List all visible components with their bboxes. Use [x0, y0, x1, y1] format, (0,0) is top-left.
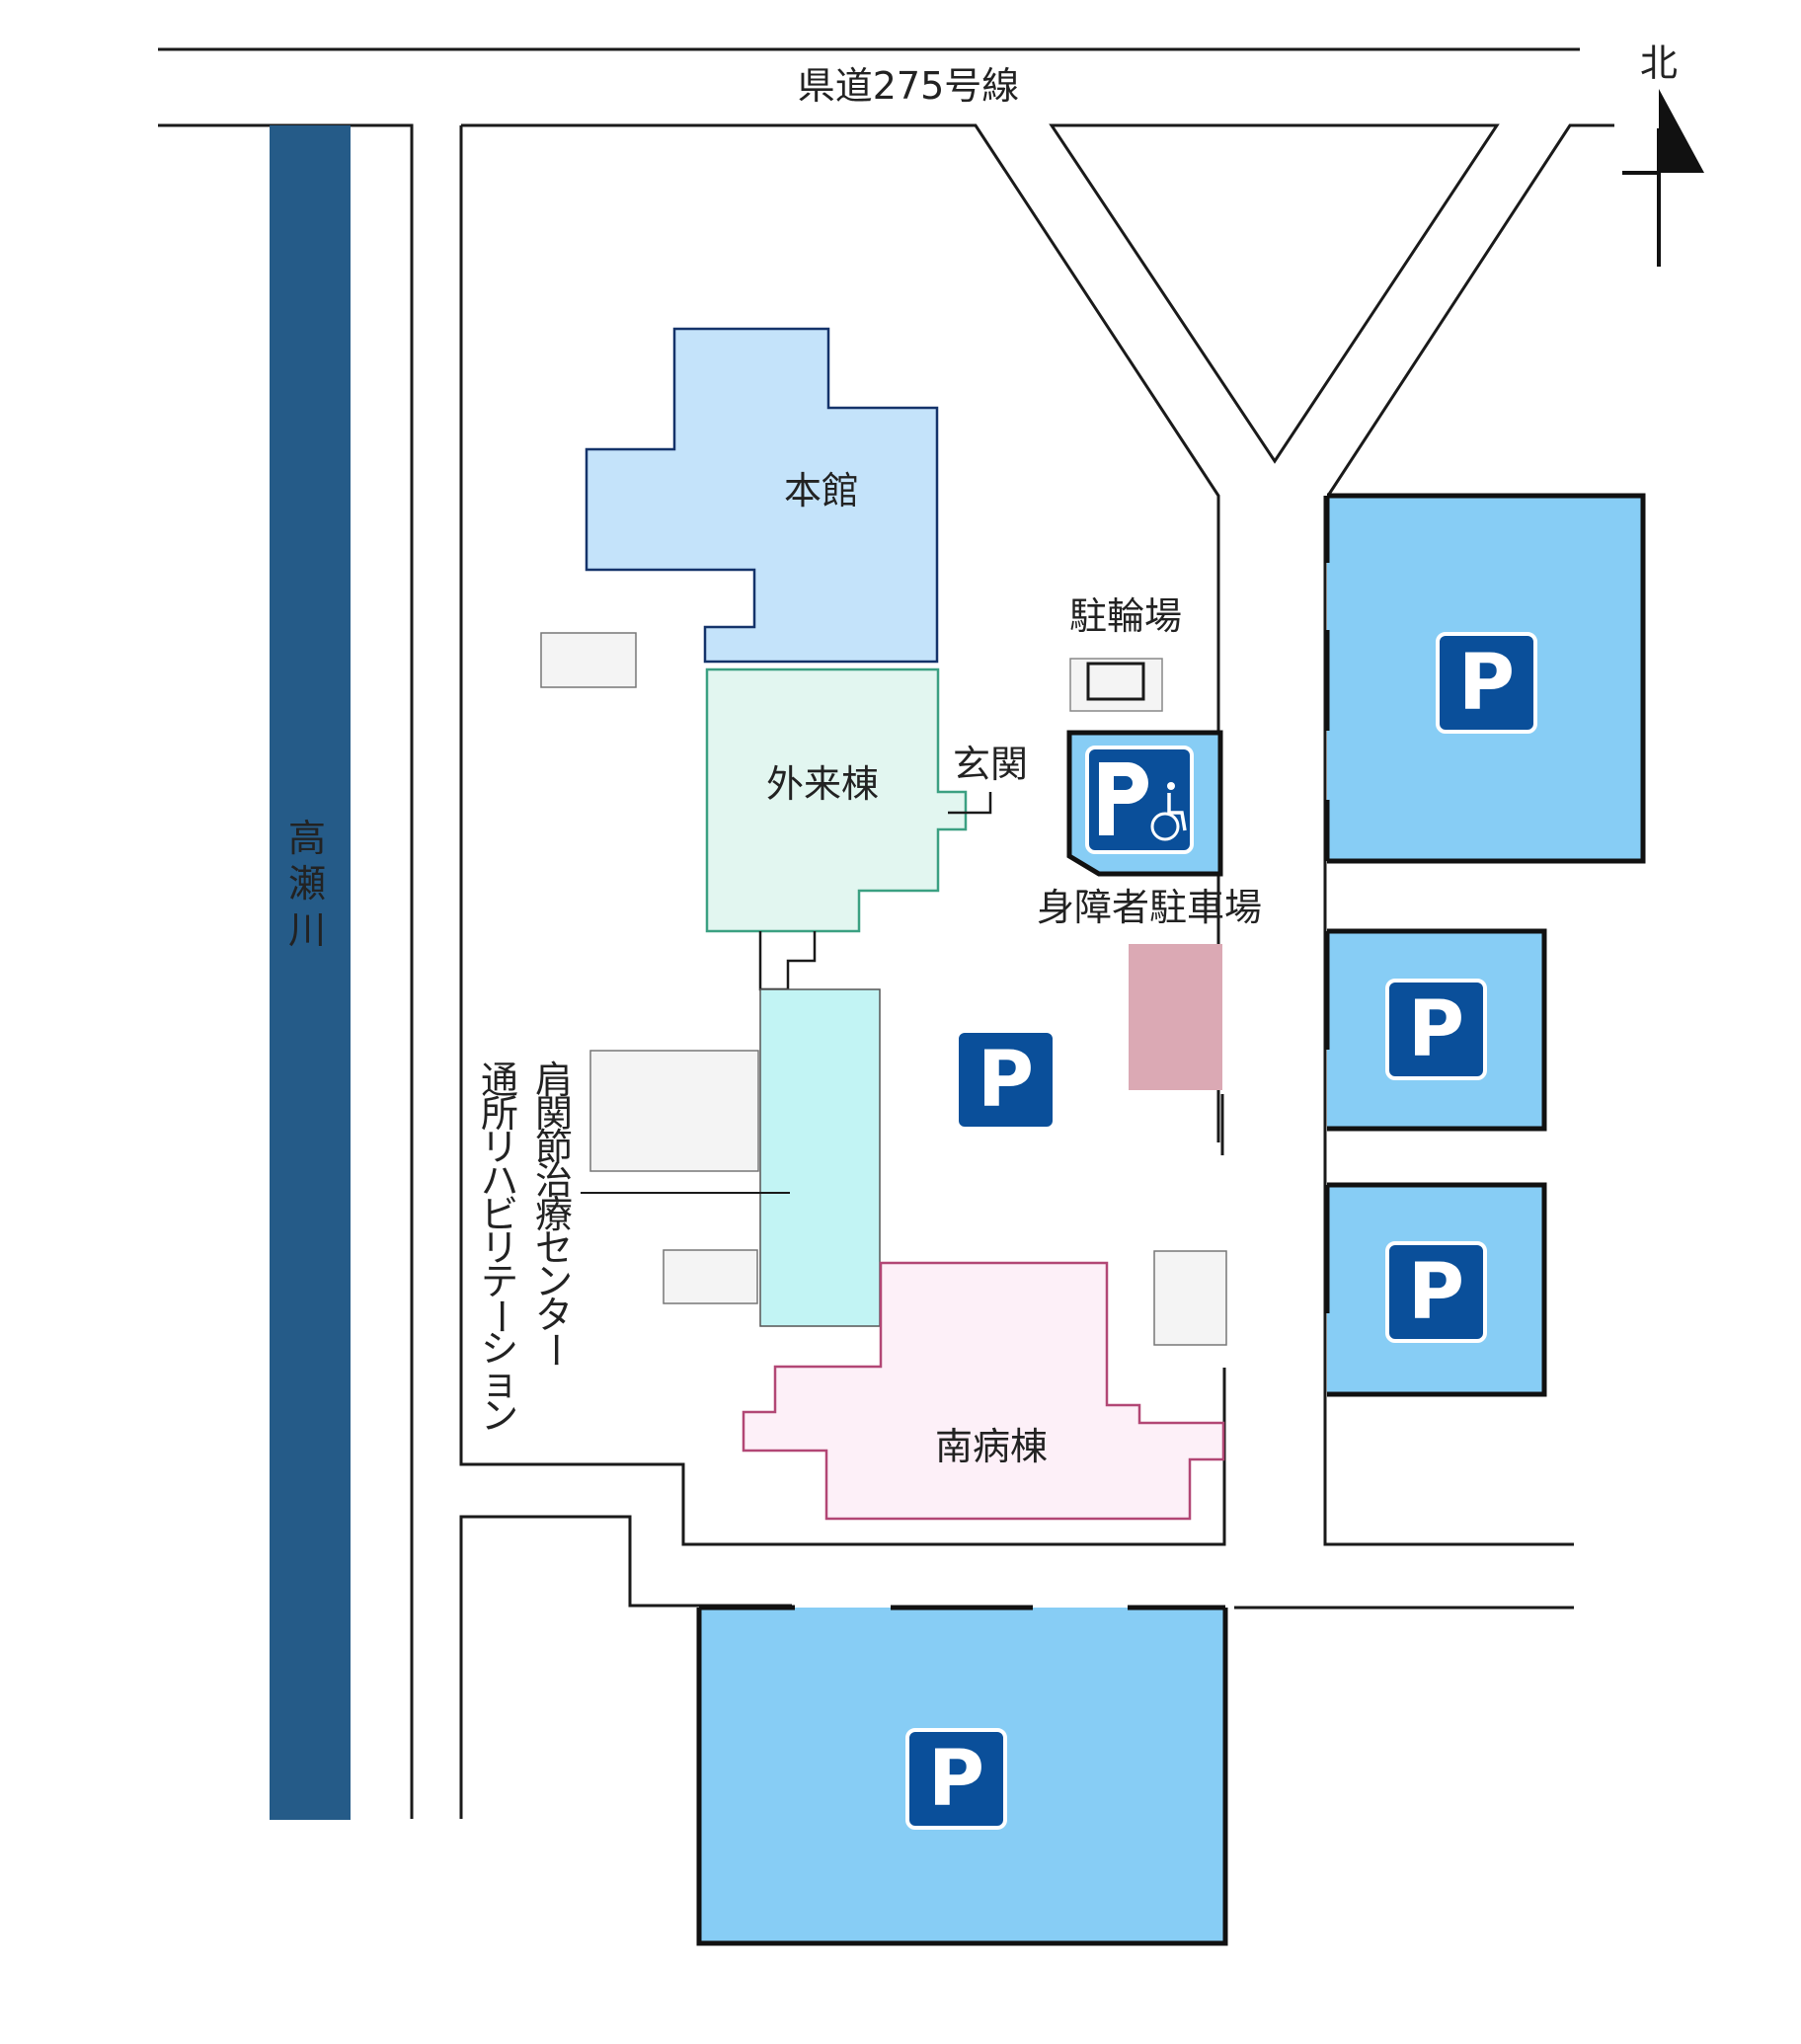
entrance-label: 玄関 [953, 743, 1028, 786]
rehab-char: ー [479, 1297, 522, 1335]
rehab-label: 通 所 リ ハ ビ リ テ ー シ ョ ン [479, 1059, 522, 1438]
rehab-char: リ [481, 1226, 518, 1270]
connecting-building[interactable] [759, 988, 881, 1327]
shoulder-center-label: 肩 関 節 治 療 セ ン タ ー [533, 1059, 577, 1369]
parking-sign-letter: P [928, 1735, 984, 1824]
parking-sign-icon: P [1385, 1241, 1487, 1343]
rehab-char: リ [481, 1126, 518, 1169]
outpatient-building-label: 外来棟 [766, 762, 879, 806]
rehab-char: ョ [481, 1361, 518, 1404]
rehab-char: 通 [481, 1059, 518, 1102]
north-label: 北 [1640, 41, 1678, 85]
campus-road-west-edge [459, 1515, 792, 1819]
river-name-char: 川 [288, 908, 326, 952]
shoulder-center-char: 節 [535, 1126, 573, 1169]
river [270, 125, 351, 1820]
parking-sign-icon: P [1385, 979, 1487, 1080]
south-ward-label: 南病棟 [935, 1425, 1048, 1468]
shoulder-center-char: 療 [535, 1193, 573, 1236]
road-triangle-island [1049, 123, 1500, 464]
shoulder-center-char: 治 [535, 1159, 573, 1203]
entrance-marker [948, 792, 992, 815]
rehab-char: シ [481, 1327, 518, 1371]
shoulder-center-char: 肩 [535, 1059, 573, 1102]
shoulder-center-char: タ [535, 1294, 573, 1337]
shoulder-center-char: ー [533, 1331, 577, 1369]
building-connector-outline [758, 931, 817, 991]
annex-building [589, 1050, 759, 1172]
shoulder-center-char: 関 [535, 1092, 573, 1136]
parking-sign-letter: P [1408, 1248, 1464, 1337]
rehab-char: テ [481, 1260, 518, 1303]
annex-building [1153, 1250, 1227, 1346]
annex-building [663, 1249, 758, 1304]
campus-south-boundary [459, 125, 1226, 1546]
annex-building [540, 632, 637, 688]
shoulder-center-char: セ [535, 1226, 573, 1270]
east-road-north [1326, 123, 1614, 497]
bicycle-parking-area[interactable] [1069, 658, 1163, 712]
parking-lot-south[interactable] [696, 1605, 1228, 1946]
river-name-char: 高 [288, 817, 326, 860]
river-name: 高 瀬 川 [288, 817, 326, 952]
rehab-char: 所 [481, 1092, 518, 1136]
north-arrow-icon [1622, 89, 1704, 267]
bicycle-parking-label: 駐輪場 [1069, 594, 1182, 638]
wheelchair-parking-sign-icon [1085, 746, 1194, 854]
river-name-char: 瀬 [288, 862, 326, 905]
rehab-char: ン [481, 1394, 518, 1438]
parking-sign-icon: P [905, 1728, 1007, 1830]
parking-sign-letter: P [1458, 639, 1515, 728]
main-building-label: 本館 [784, 469, 859, 512]
shoulder-center-char: ン [535, 1260, 573, 1303]
rehab-char: ハ [481, 1159, 518, 1203]
rehab-char: ビ [481, 1193, 518, 1236]
outpatient-building[interactable] [705, 668, 968, 933]
main-building[interactable] [585, 327, 939, 664]
parking-sign-letter: P [978, 1036, 1034, 1125]
parking-sign-letter: P [1408, 985, 1464, 1074]
parking-sign-icon: P [955, 1029, 1057, 1131]
reserved-area [1129, 944, 1222, 1090]
road-name-label: 県道275号線 [798, 64, 1020, 108]
bicycle-rack-icon [1086, 662, 1145, 701]
south-ward-building[interactable] [742, 1261, 1225, 1521]
accessible-parking-label: 身障者駐車場 [1037, 886, 1262, 929]
parking-sign-icon: P [1436, 632, 1537, 734]
prefectural-road-south-edge-west [158, 123, 414, 1819]
